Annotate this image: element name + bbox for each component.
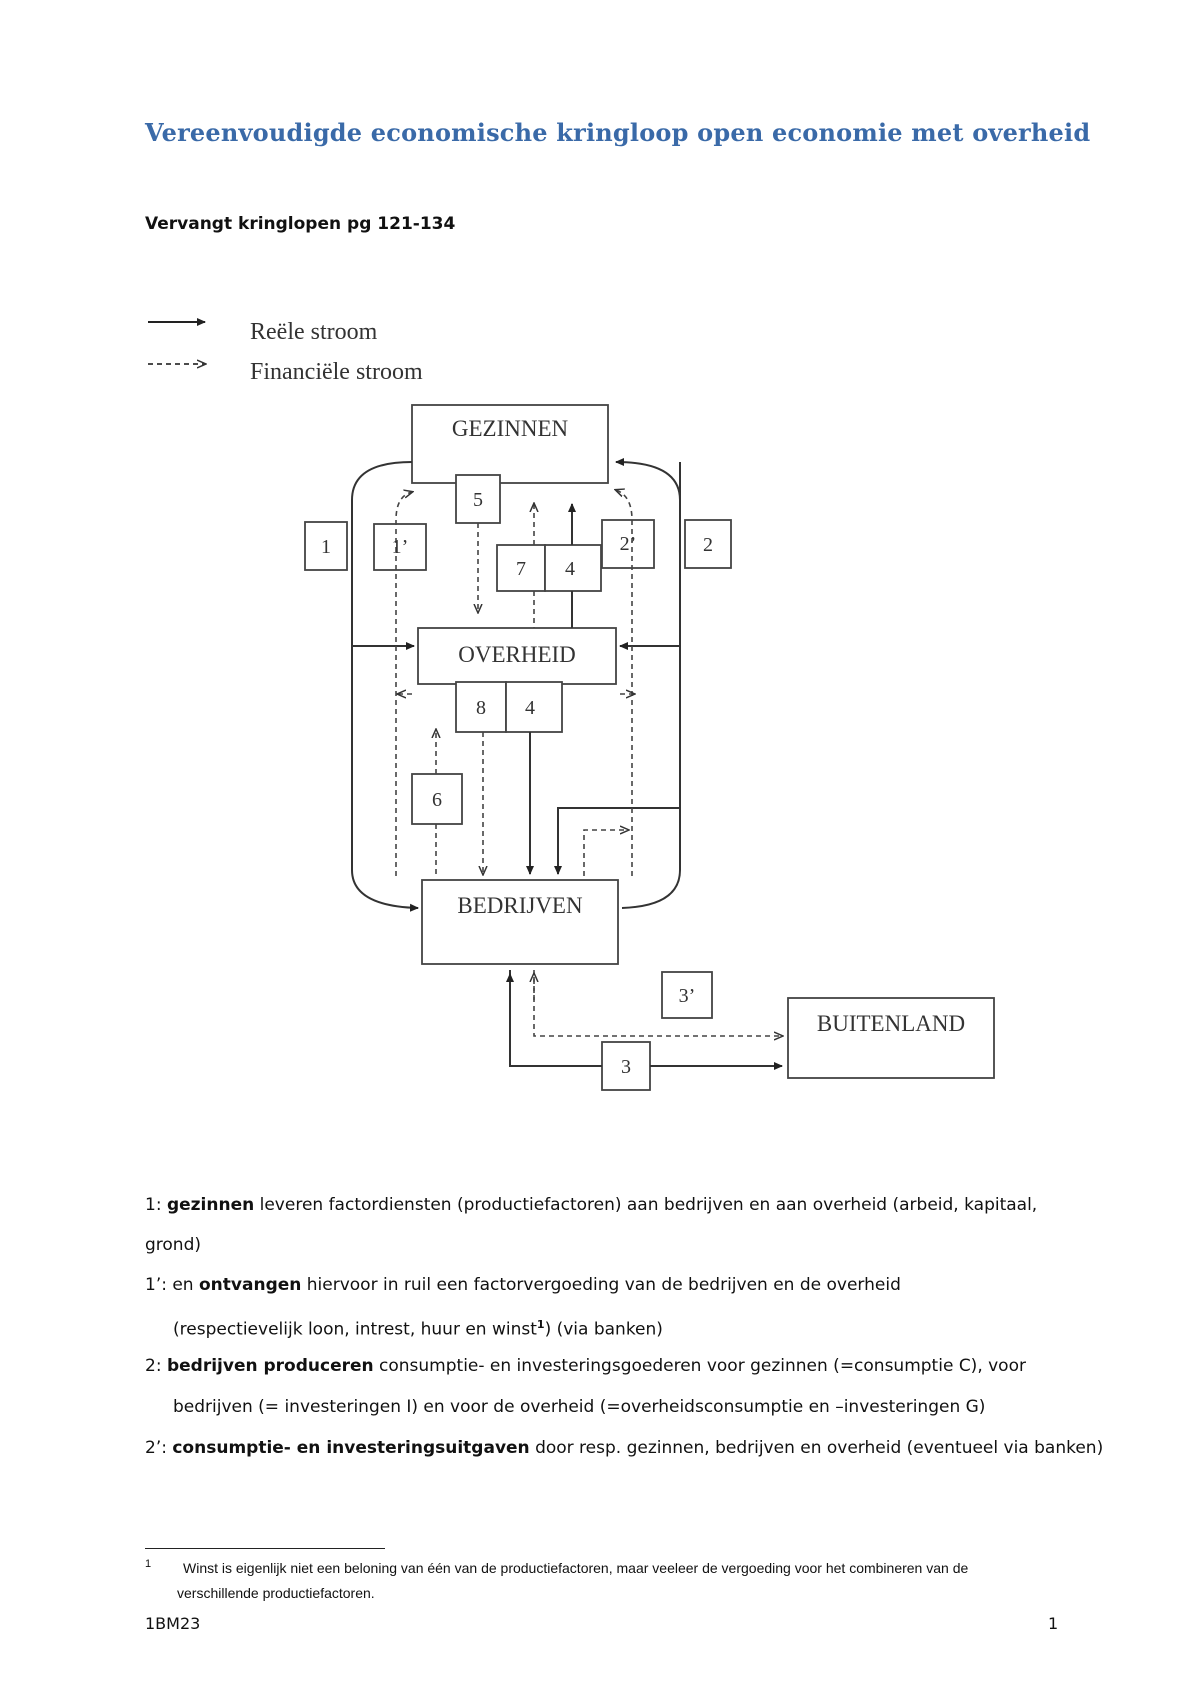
flow-1p (395, 492, 412, 876)
flow-2p (616, 490, 633, 876)
note-1-bold: gezinnen (166, 1195, 255, 1215)
box-n2p (601, 519, 655, 569)
footnote-ref[interactable]: 1 (536, 1318, 545, 1331)
note-1-prefix: 1: (145, 1195, 167, 1215)
note-4-prefix: 2’: (145, 1438, 173, 1458)
page-title: Vereenvoudigde economische kringloop ope… (145, 118, 1091, 147)
note-3-text: consumptie- en investeringsgoederen voor… (373, 1356, 1026, 1376)
label-n2: 2 (703, 534, 713, 556)
note-2-cont: (respectievelijk loon, intrest, huur en … (173, 1315, 663, 1340)
note-2: 1’: en ontvangen hiervoor in ruil een fa… (145, 1275, 901, 1295)
note-1: 1: gezinnen leveren factordiensten (prod… (145, 1195, 1037, 1215)
box-overheid (417, 627, 617, 685)
label-n1: 1 (321, 536, 331, 558)
box-n4b (505, 681, 563, 733)
footer-code: 1BM23 (145, 1614, 201, 1633)
flow-2-top (615, 458, 681, 501)
label-n5: 5 (473, 489, 483, 511)
box-buitenland (787, 997, 995, 1079)
label-bedrijven: BEDRIJVEN (457, 893, 583, 918)
flow-1-left (351, 461, 419, 912)
label-n3p: 3’ (679, 985, 696, 1007)
flow-2-right (621, 462, 681, 909)
note-2-text: hiervoor in ruil een factorvergoeding va… (301, 1275, 901, 1295)
page-subtitle: Vervangt kringlopen pg 121-134 (145, 214, 456, 234)
box-n2 (684, 519, 732, 569)
legend-real-label: Reële stroom (250, 319, 378, 345)
note-3-bold: bedrijven produceren (166, 1356, 374, 1376)
label-n8: 8 (476, 697, 486, 719)
label-n3: 3 (621, 1056, 631, 1078)
note-2-prefix: 1’: en (145, 1275, 199, 1295)
page-number: 1 (1048, 1614, 1059, 1633)
box-n5 (455, 474, 501, 524)
footnote-number: 1 (145, 1558, 152, 1570)
label-n4b: 4 (525, 697, 535, 719)
box-bedrijven (421, 879, 619, 965)
label-gezinnen: GEZINNEN (452, 416, 569, 441)
flow-3p (533, 970, 782, 1036)
flow-2-bedrijven-inner (554, 807, 680, 875)
note-1-text: leveren factordiensten (productiefactore… (254, 1195, 1038, 1215)
label-n6: 6 (432, 789, 442, 811)
note-3-prefix: 2: (145, 1356, 167, 1376)
note-1-cont: grond) (145, 1235, 202, 1255)
label-n2p: 2’ (620, 533, 637, 555)
note-4: 2’: consumptie- en investeringsuitgaven … (145, 1438, 1103, 1458)
note-2-cont-a: (respectievelijk loon, intrest, huur en … (173, 1319, 537, 1340)
label-overheid: OVERHEID (458, 642, 576, 667)
box-n1 (304, 521, 348, 571)
footnote-line-2: verschillende productiefactoren. (177, 1585, 375, 1601)
label-n7: 7 (516, 558, 526, 580)
flow-3-export (509, 970, 602, 1067)
note-3-cont: bedrijven (= investeringen I) en voor de… (173, 1397, 986, 1417)
circular-flow-diagram: Reële stroom Financiële stroom (148, 318, 995, 1091)
box-n3 (601, 1041, 651, 1091)
box-n1p (373, 523, 427, 571)
footnote-line-1: Winst is eigenlijk niet een beloning van… (183, 1560, 969, 1576)
note-4-bold: consumptie- en investeringsuitgaven (172, 1438, 530, 1458)
box-n7 (496, 544, 546, 592)
box-gezinnen (411, 404, 609, 484)
legend: Reële stroom Financiële stroom (148, 318, 423, 385)
note-3: 2: bedrijven produceren consumptie- en i… (145, 1356, 1026, 1376)
note-2-cont-b: ) (via banken) (544, 1319, 663, 1340)
flow-bedrijven-fin (583, 830, 628, 876)
note-4-text: door resp. gezinnen, bedrijven en overhe… (529, 1438, 1104, 1458)
box-n6 (411, 773, 463, 825)
legend-financial-label: Financiële stroom (250, 359, 423, 385)
box-n3p (661, 971, 713, 1019)
label-n1p: 1’ (392, 536, 409, 558)
label-n4a: 4 (565, 558, 575, 580)
footnote-separator (145, 1548, 385, 1549)
label-buitenland: BUITENLAND (817, 1011, 965, 1036)
note-2-bold: ontvangen (199, 1275, 302, 1295)
